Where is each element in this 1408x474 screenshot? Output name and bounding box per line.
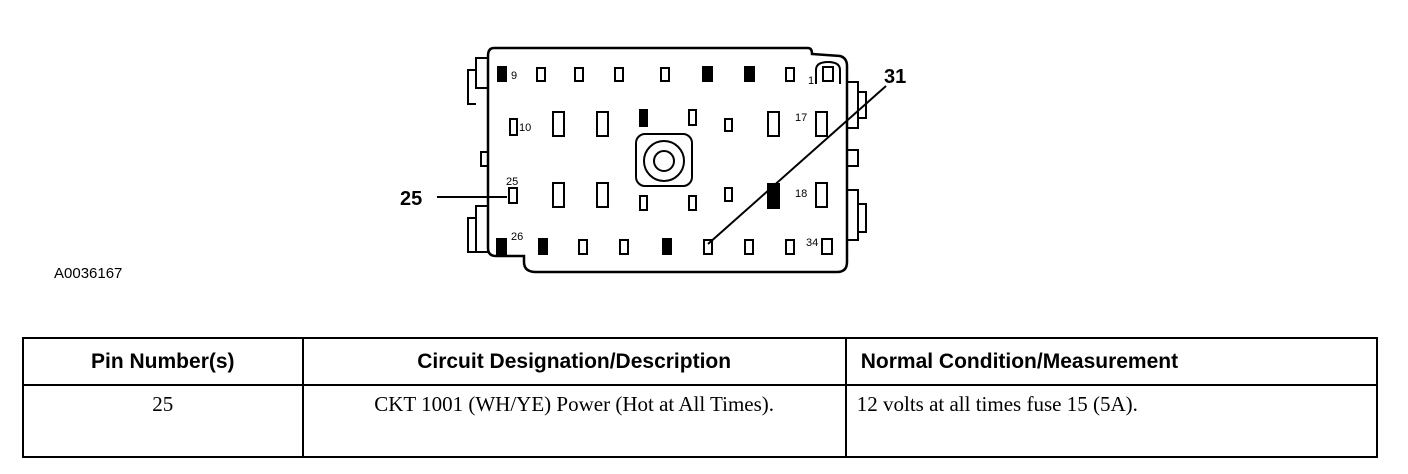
pin-cavity-filled bbox=[639, 109, 648, 127]
pin-cavity bbox=[596, 111, 609, 137]
pin-cavity-filled bbox=[662, 238, 672, 255]
pin-cavity bbox=[614, 67, 624, 82]
header-circuit-description: Circuit Designation/Description bbox=[301, 337, 847, 386]
pin-1 bbox=[822, 66, 834, 82]
pin-cavity bbox=[552, 182, 565, 208]
callout-label-25: 25 bbox=[400, 188, 422, 210]
cell-circuit-description: CKT 1001 (WH/YE) Power (Hot at All Times… bbox=[301, 384, 847, 458]
callout-leader-31 bbox=[707, 85, 887, 245]
clip-left-top bbox=[475, 57, 488, 89]
header-normal-condition: Normal Condition/Measurement bbox=[844, 337, 1379, 386]
pin-cavity bbox=[660, 67, 670, 82]
pin-cavity bbox=[767, 111, 780, 137]
pin-cavity bbox=[724, 118, 733, 132]
pin-9 bbox=[497, 66, 507, 82]
pin-18 bbox=[815, 182, 828, 208]
pin-31 bbox=[703, 239, 713, 255]
pin-25 bbox=[508, 187, 518, 204]
pin-cavity bbox=[639, 195, 648, 211]
pin-cavity bbox=[574, 67, 584, 82]
pin-cavity bbox=[744, 239, 754, 255]
clip-left-bottom bbox=[467, 217, 476, 253]
header-pin-numbers: Pin Number(s) bbox=[22, 337, 304, 386]
clip-left-mid bbox=[480, 151, 488, 167]
clip-left-upper bbox=[467, 69, 476, 105]
pin-table: Pin Number(s) Circuit Designation/Descri… bbox=[22, 337, 1379, 458]
pin-cavity bbox=[552, 111, 565, 137]
callout-label-31: 31 bbox=[884, 66, 906, 88]
pin-cavity bbox=[536, 67, 546, 82]
pin-10 bbox=[509, 118, 518, 136]
figure-id: A0036167 bbox=[54, 265, 122, 282]
pin-cavity-filled bbox=[538, 238, 548, 255]
cell-pin-number: 25 bbox=[22, 384, 304, 458]
clip-left-lower bbox=[475, 205, 488, 253]
pin-17 bbox=[815, 111, 828, 137]
pin-cavity-filled bbox=[702, 66, 713, 82]
pin-26 bbox=[496, 238, 507, 256]
pin-cavity bbox=[785, 67, 795, 82]
pin-1-guard bbox=[815, 60, 841, 84]
pin-label-1: 1 bbox=[808, 75, 814, 87]
pin-label-25: 25 bbox=[506, 176, 518, 188]
cell-normal-condition: 12 volts at all times fuse 15 (5A). bbox=[844, 384, 1379, 458]
pin-label-26: 26 bbox=[511, 231, 523, 243]
pin-cavity bbox=[596, 182, 609, 208]
pin-label-34: 34 bbox=[806, 237, 818, 249]
connector-key-outer-ring bbox=[643, 140, 685, 182]
pin-cavity bbox=[578, 239, 588, 255]
connector-diagram: 9 1 10 17 25 18 26 34 25 31 A0036167 bbox=[54, 46, 906, 282]
pin-label-18: 18 bbox=[795, 188, 807, 200]
pin-cavity bbox=[724, 187, 733, 202]
clip-right-top bbox=[847, 81, 859, 129]
pin-label-17: 17 bbox=[795, 112, 807, 124]
pin-label-10: 10 bbox=[519, 122, 531, 134]
pin-cavity-filled bbox=[767, 183, 780, 209]
table-header-row: Pin Number(s) Circuit Designation/Descri… bbox=[22, 337, 1379, 386]
pin-cavity bbox=[619, 239, 629, 255]
clip-right-mid bbox=[847, 149, 859, 167]
table-row: 25 CKT 1001 (WH/YE) Power (Hot at All Ti… bbox=[22, 384, 1379, 458]
connector-key-inner-ring bbox=[653, 150, 675, 172]
pin-cavity bbox=[688, 195, 697, 211]
clip-right-lower bbox=[847, 189, 859, 241]
pin-cavity-filled bbox=[744, 66, 755, 82]
pin-cavity bbox=[688, 109, 697, 126]
pin-cavity bbox=[785, 239, 795, 255]
pin-label-9: 9 bbox=[511, 70, 517, 82]
pin-34 bbox=[821, 238, 833, 255]
clip-right-bottom bbox=[858, 203, 867, 233]
